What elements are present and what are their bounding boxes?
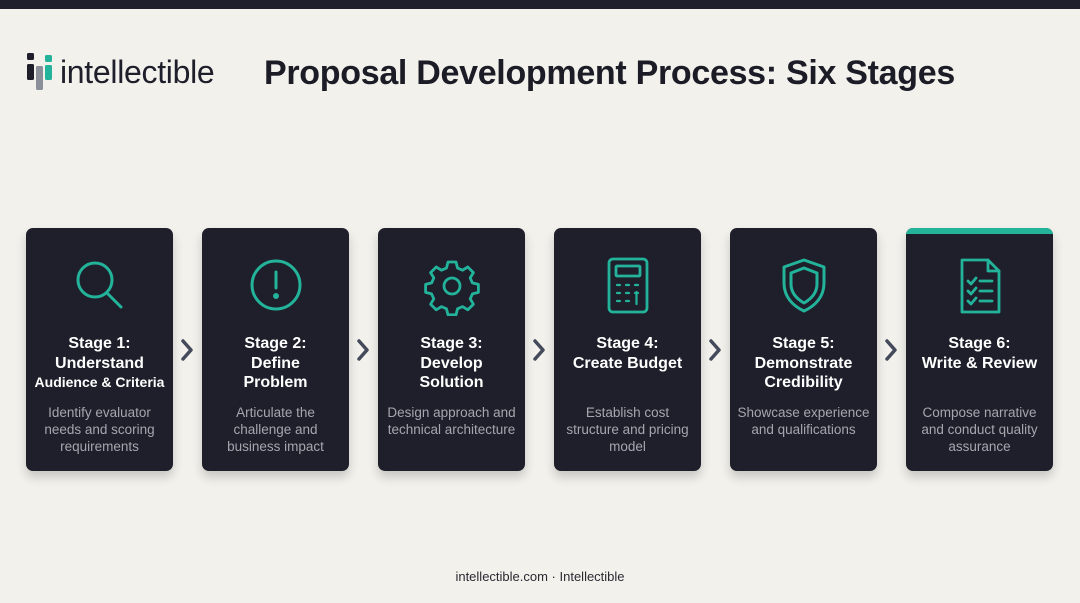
checklist-document-icon (960, 258, 1001, 314)
stage-description: Showcase experience and qualifications (737, 405, 870, 437)
stage-card-1: Stage 1: Understand Audience & Criteria … (26, 228, 173, 471)
stage-card-5: Stage 5: Demonstrate Credibility Showcas… (730, 228, 877, 471)
stage-description: Articulate the challenge and business im… (227, 405, 324, 454)
stage-title: Stage 1: Understand Audience & Criteria (34, 335, 165, 390)
chevron-right-icon (885, 339, 897, 361)
chevron-right-icon (357, 339, 369, 361)
stage-description: Identify evaluator needs and scoring req… (44, 405, 155, 454)
logo: intellectible (26, 52, 215, 92)
stage-title: Stage 3: Develop Solution (419, 335, 484, 391)
stage-title: Stage 2: Define Problem (243, 335, 308, 391)
chevron-right-icon (709, 339, 721, 361)
stage-description: Establish cost structure and pricing mod… (566, 405, 689, 454)
stage-card-2: Stage 2: Define Problem Articulate the c… (202, 228, 349, 471)
top-bar (0, 0, 1080, 9)
stage-card-6: Stage 6: Write & Review Compose narrativ… (906, 228, 1053, 471)
stage-title: Stage 4: Create Budget (572, 335, 683, 372)
stage-title: Stage 6: Write & Review (921, 335, 1038, 372)
page-title: Proposal Development Process: Six Stages (264, 54, 955, 92)
chevron-right-icon (181, 339, 193, 361)
magnifying-glass-icon (76, 261, 123, 309)
logo-text: intellectible (60, 54, 215, 90)
exclamation-circle-icon (250, 259, 302, 311)
chevron-right-icon (533, 339, 545, 361)
stage-card-3: Stage 3: Develop Solution Design approac… (378, 228, 525, 471)
stage-title: Stage 5: Demonstrate Credibility (754, 335, 853, 391)
stage-description: Design approach and technical architectu… (387, 405, 516, 437)
gear-icon (424, 260, 480, 316)
stage-description: Compose narrative and conduct quality as… (921, 405, 1038, 454)
logo-mark-icon (27, 53, 52, 90)
footer-text: intellectible.com · Intellectible (455, 569, 625, 584)
shield-icon (782, 258, 826, 313)
calculator-icon (607, 257, 649, 314)
stage-card-4: Stage 4: Create Budget Establish cost st… (554, 228, 701, 471)
